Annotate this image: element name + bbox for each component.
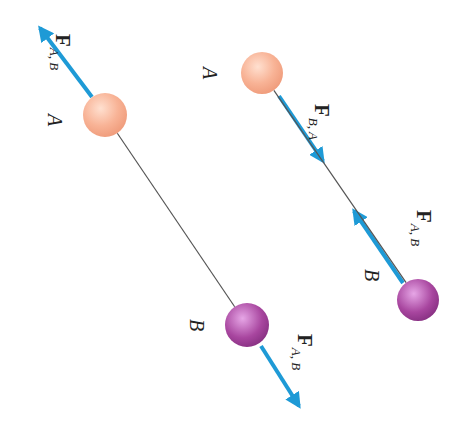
particle-label: B [362,269,382,281]
force-arrow [354,211,403,283]
particle-circle: A [83,93,127,137]
force-symbol: F [293,334,317,347]
force-subscript: A, B [47,48,62,70]
force-arrow [40,28,92,97]
particle-circle: A [241,52,283,94]
particle-circle: B [225,303,269,347]
connecting-rod [117,133,234,307]
connecting-rod [274,90,406,282]
force-label: FA, B [48,34,73,70]
force-label: FA, B [290,334,315,370]
particle-label: A [45,114,65,126]
force-symbol: F [412,210,436,223]
force-subscript: A, B [408,224,423,246]
force-label: FB, A [307,104,332,140]
force-symbol: F [310,104,334,117]
force-label: FA, B [409,210,434,246]
particle-circle: B [397,279,439,321]
force-subscript: B, A [306,118,321,140]
force-subscript: A, B [289,348,304,370]
particle-label: B [187,319,207,331]
particle-label: A [200,67,220,79]
force-symbol: F [51,34,75,47]
